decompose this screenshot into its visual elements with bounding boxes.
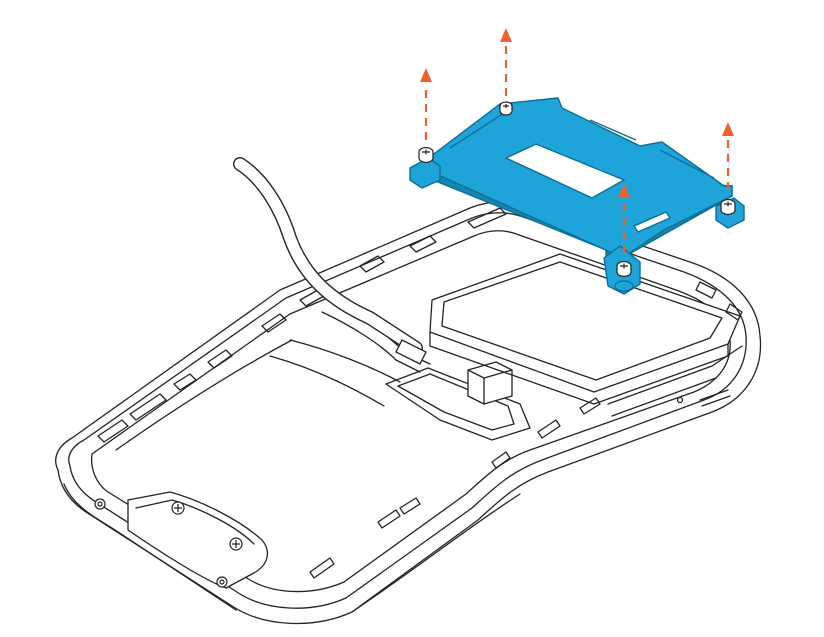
screw-front-left [418,146,434,164]
hinge-pin-left [94,498,106,510]
bracket-edge-detail [449,107,715,179]
battery-pack-top [441,261,723,381]
connector-cradle [385,367,531,441]
arrow-up-1 [420,68,432,140]
flex-cable-2 [321,311,421,373]
housing-inner-wall [90,230,731,593]
end-cap-screws [94,498,243,588]
arrow-up-3 [722,122,734,190]
end-cap-lip [135,499,255,545]
screw-front-right [616,260,632,278]
battery-bracket [409,97,745,295]
tether-clip [395,339,427,365]
side-wall-clips [97,207,507,443]
floor-contour-3 [289,339,401,383]
connector-cradle-inner [397,373,515,431]
speaker-slot [699,389,731,407]
housing-bottom-bevel [63,483,237,611]
housing-bottom-bevel-2 [351,493,521,613]
hinge-pin-right [216,576,228,588]
screw-back-right [720,198,736,216]
arrow-up-2 [500,28,512,96]
end-cap-plate [127,491,269,589]
housing-rim-line [68,212,747,609]
screws [418,101,736,292]
tether-cable [233,157,427,365]
removal-arrows [420,28,734,254]
bracket-slot [633,211,671,233]
end-cap-screw-2 [229,537,243,551]
front-wall-clips [309,397,601,579]
floor-contour-2 [269,355,385,407]
connector-block [467,361,513,405]
right-corner-clips [695,281,743,321]
screw-center-mount [614,280,634,292]
end-cap-screw-1 [171,501,185,515]
connector-block-edge [467,369,513,405]
floor-contour-1 [115,339,293,451]
arrow-up-4 [618,184,630,254]
device-housing [55,201,762,625]
small-hole [676,396,684,404]
compartment-right-wall [607,345,743,417]
screw-back-left [499,101,513,116]
bracket-window [505,143,625,199]
battery-pack-side [429,331,729,405]
